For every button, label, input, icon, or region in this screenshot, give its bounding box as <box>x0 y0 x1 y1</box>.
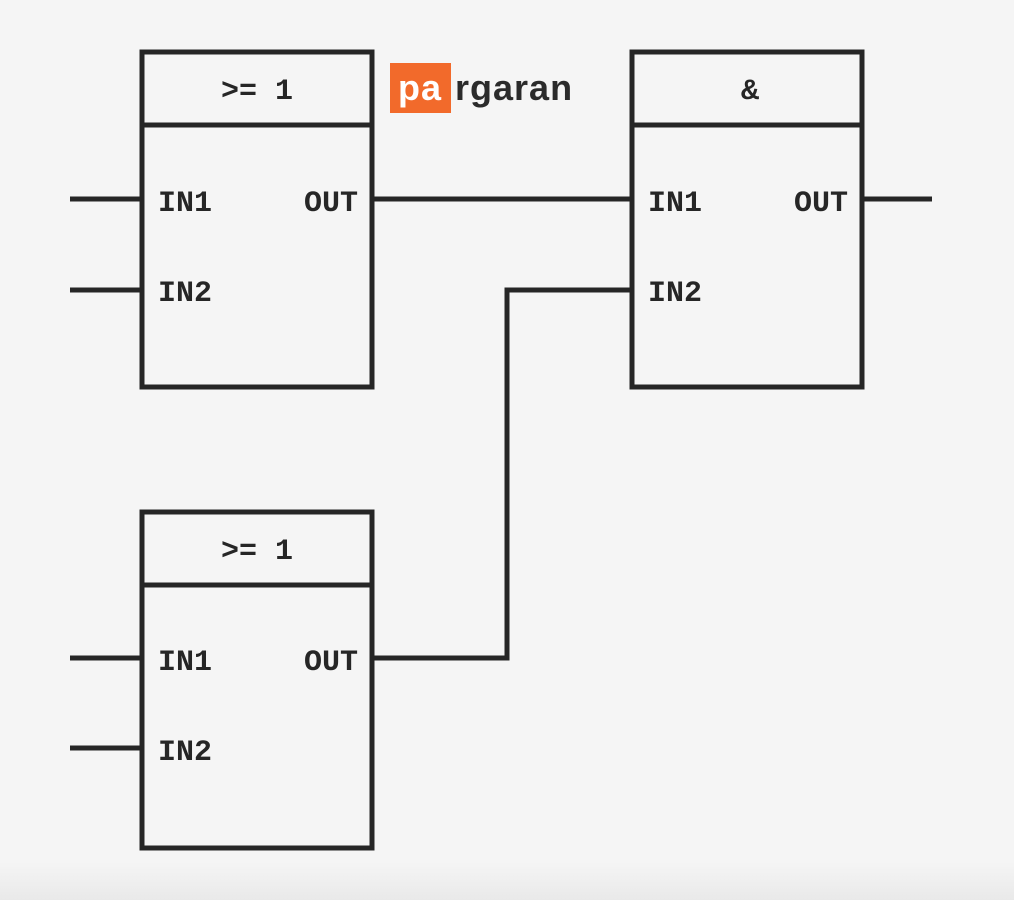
and-block-title: & <box>741 75 759 109</box>
or-block-bottom-in1-label: IN1 <box>158 646 212 680</box>
and-block-in1-label: IN1 <box>648 187 702 221</box>
and-block-frame <box>629 49 865 390</box>
or-block-top-title: >= 1 <box>221 75 293 109</box>
and-block[interactable]: & IN1 IN2 OUT <box>629 49 865 390</box>
or-block-top-in1-label: IN1 <box>158 187 212 221</box>
bottom-shading <box>0 862 1014 900</box>
or-block-top[interactable]: >= 1 IN1 IN2 OUT <box>139 49 375 390</box>
or-block-top-out-label: OUT <box>304 187 358 221</box>
logo-highlight: pa <box>390 63 452 113</box>
or-block-bottom[interactable]: >= 1 IN1 IN2 OUT <box>139 509 375 851</box>
and-block-out-label: OUT <box>794 187 848 221</box>
pargaran-logo: pa rgaran <box>390 63 573 113</box>
or-bottom-out-to-and-in2-wire[interactable] <box>372 287 632 661</box>
or-block-bottom-in2-label: IN2 <box>158 736 212 770</box>
or-block-bottom-frame <box>139 509 375 851</box>
or-block-top-frame <box>139 49 375 390</box>
or-block-top-in2-label: IN2 <box>158 277 212 311</box>
logo-text: rgaran <box>455 67 574 108</box>
or-block-bottom-title: >= 1 <box>221 535 293 569</box>
or-block-bottom-out-label: OUT <box>304 646 358 680</box>
and-block-in2-label: IN2 <box>648 277 702 311</box>
